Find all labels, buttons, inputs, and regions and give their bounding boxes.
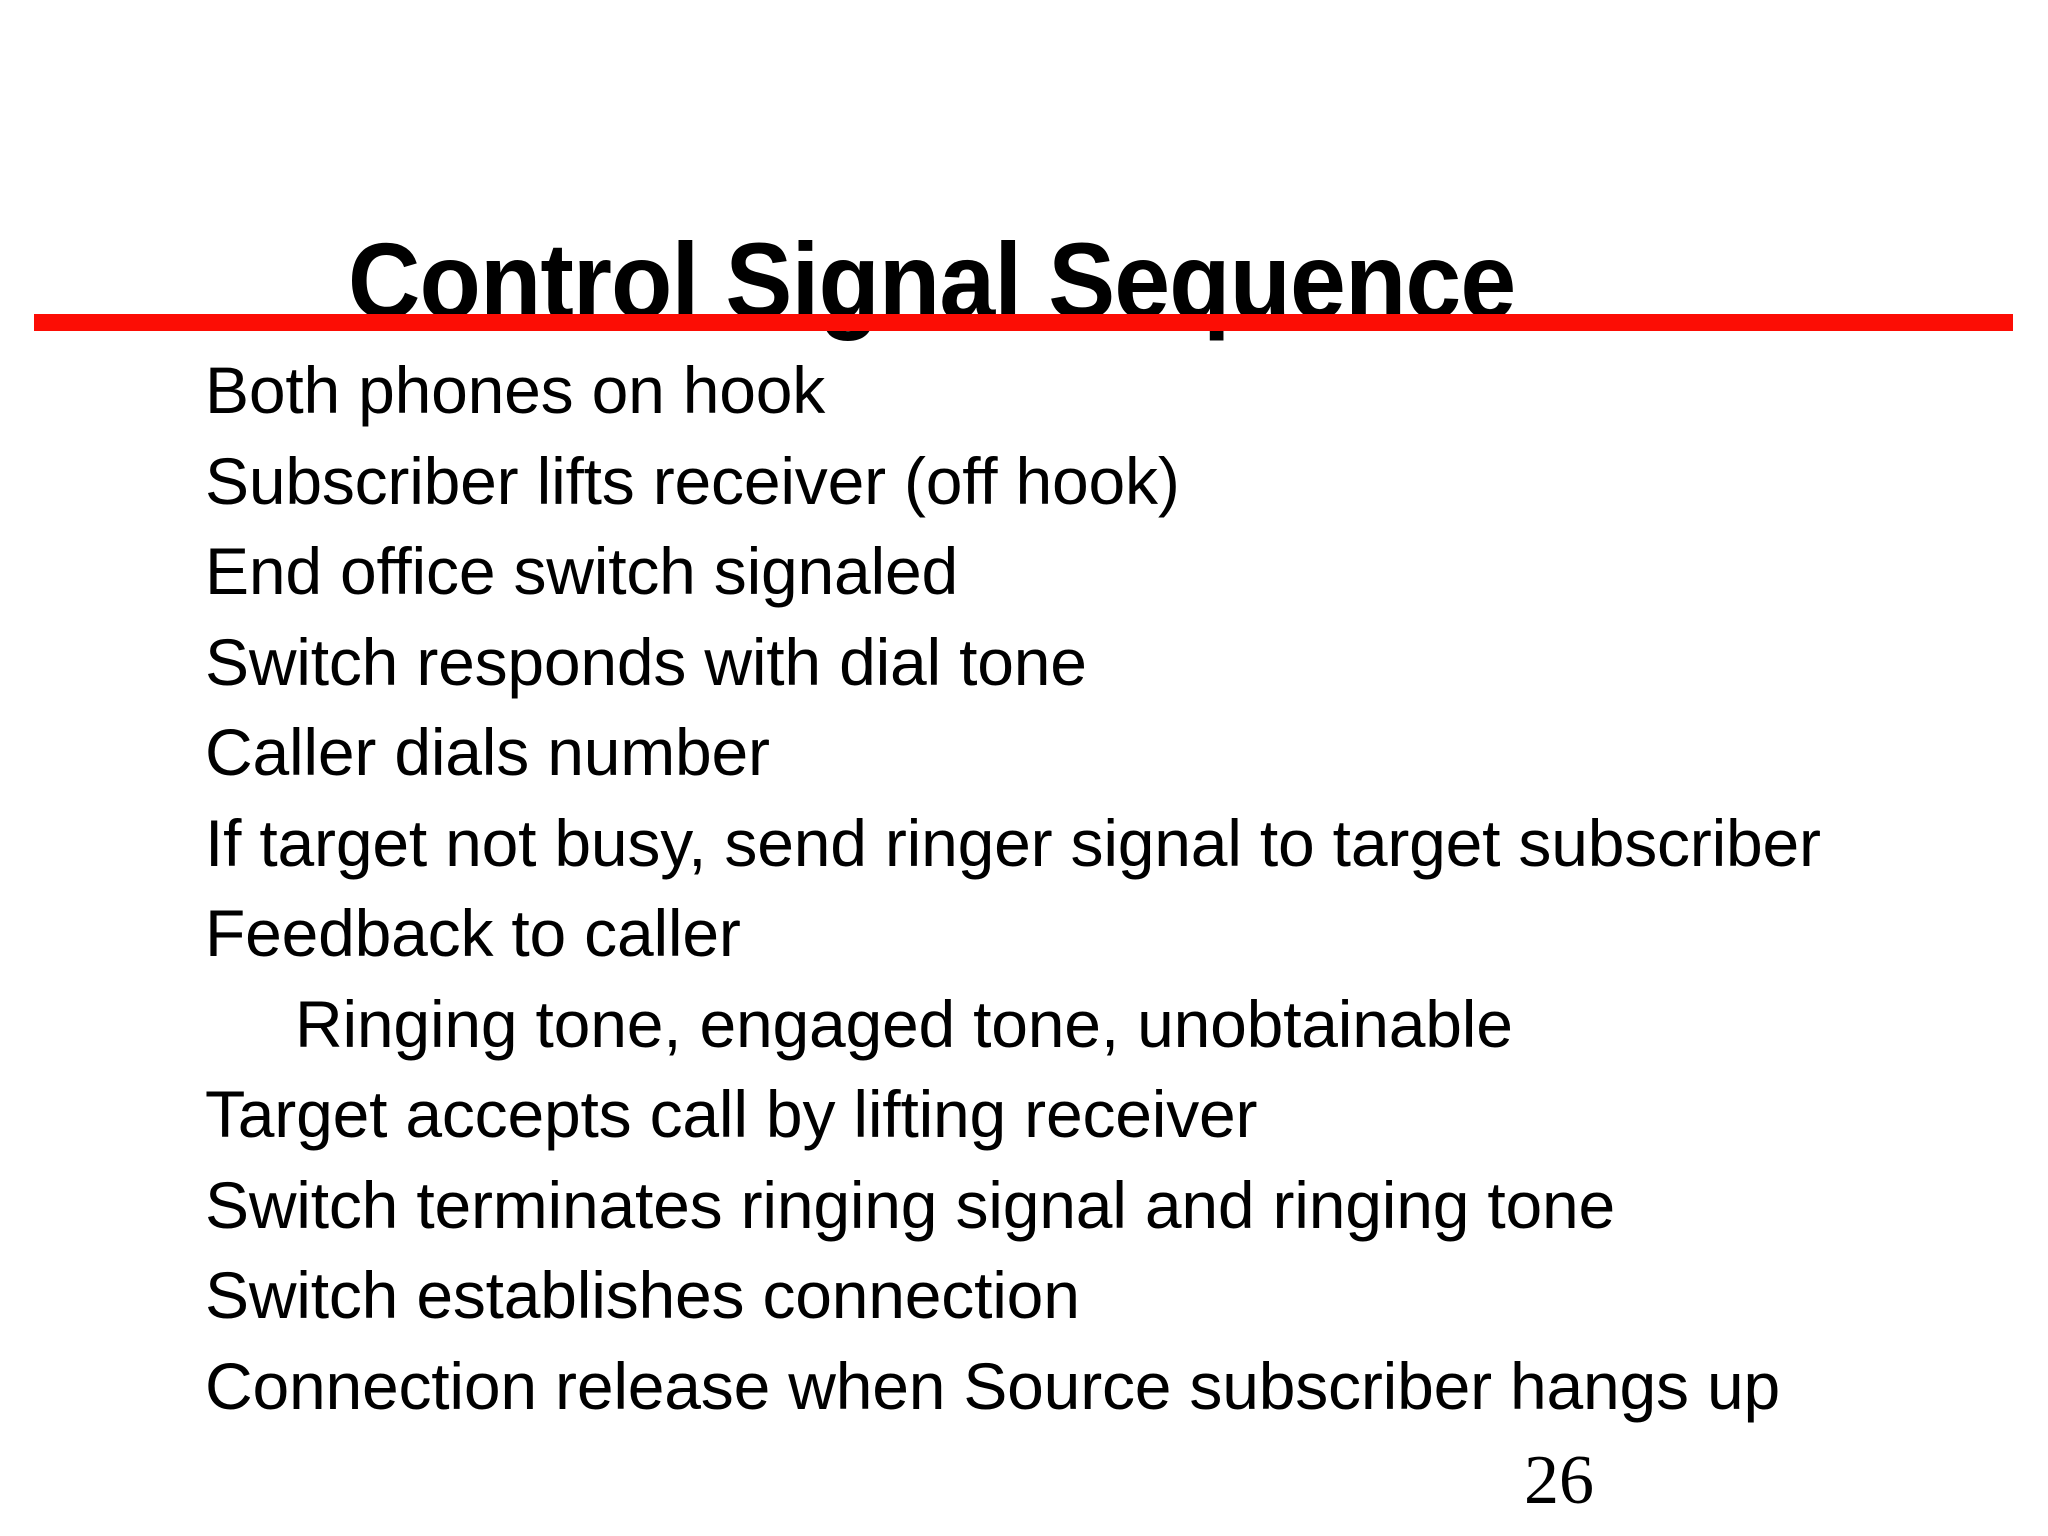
slide-title-area: Control Signal Sequence: [0, 150, 2048, 340]
list-item: Switch establishes connection: [205, 1258, 1080, 1332]
slide-body-list: Both phones on hook Subscriber lifts rec…: [205, 345, 2005, 1431]
list-item: Caller dials number: [205, 715, 770, 789]
list-item: End office switch signaled: [205, 534, 959, 608]
list-item: Subscriber lifts receiver (off hook): [205, 443, 1180, 518]
list-item: If target not busy, send ringer signal t…: [205, 805, 1821, 880]
list-item: Feedback to caller: [205, 896, 741, 970]
list-item: Both phones on hook: [205, 353, 826, 427]
list-item-sub: Ringing tone, engaged tone, unobtainable: [295, 986, 1513, 1061]
slide-page-number: 26: [1524, 1442, 1594, 1519]
list-item: Switch responds with dial tone: [205, 624, 1087, 699]
list-item: Switch terminates ringing signal and rin…: [205, 1167, 1616, 1242]
title-divider-rule: [34, 314, 2013, 331]
list-item: Connection release when Source subscribe…: [205, 1348, 1780, 1423]
list-item: Target accepts call by lifting receiver: [205, 1077, 1258, 1151]
